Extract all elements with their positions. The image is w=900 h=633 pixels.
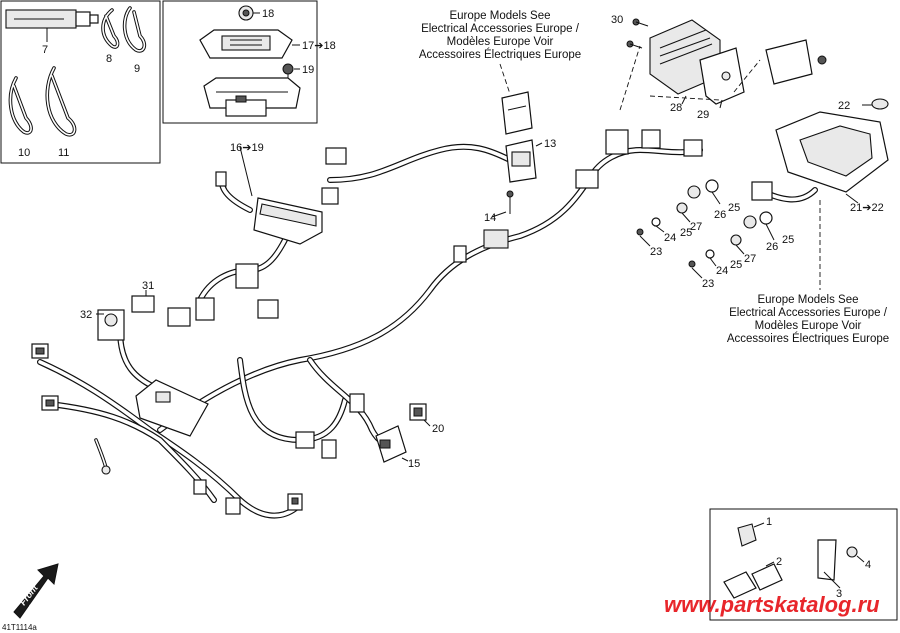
cable-tie-8-icon (101, 8, 120, 49)
svg-text:Modèles Europe Voir: Modèles Europe Voir (755, 320, 862, 332)
callout-32: 32 (80, 309, 92, 321)
callout-26a: 26 (714, 209, 726, 221)
cable-tie-11-icon (45, 66, 77, 137)
inset-box-clips: 1 2 3 4 (709, 508, 898, 621)
grease-tube-icon (5, 9, 99, 29)
inset-box-ecu: 18 17➔18 19 (162, 0, 336, 124)
svg-text:Europe Models See: Europe Models See (757, 294, 858, 306)
callout-21-22: 21➔22 (850, 202, 884, 214)
fuse-box-module (135, 379, 209, 437)
callout-30: 30 (611, 14, 623, 26)
callout-18-top: 18 (262, 8, 274, 20)
bracket-29-icon (699, 47, 745, 105)
connector-15-icon (375, 425, 407, 463)
bulb-22-icon (871, 98, 889, 110)
callout-25d: 25 (730, 259, 742, 271)
callout-29: 29 (697, 109, 709, 121)
nut-4-icon (846, 546, 858, 558)
screws-30-icon (626, 18, 649, 49)
callout-9: 9 (134, 63, 140, 75)
screw-14-icon (506, 190, 514, 214)
svg-text:Accessoires Électriques Europe: Accessoires Électriques Europe (419, 48, 581, 61)
svg-text:Modèles Europe Voir: Modèles Europe Voir (447, 36, 554, 48)
inset-box-ties: 7 8 9 10 11 (0, 0, 161, 164)
callout-26b: 26 (766, 241, 778, 253)
callout-25b: 25 (782, 234, 794, 246)
figure-code: 41T1114a (2, 623, 37, 632)
callout-27b: 27 (744, 253, 756, 265)
cable-tie-9-icon (122, 6, 147, 53)
hardware-stack-upper (636, 179, 719, 236)
relay-13-icon (505, 139, 537, 183)
bracket-2-icon (723, 563, 783, 599)
leader-lines (239, 95, 859, 279)
mounting-bracket-icon (765, 39, 827, 85)
callouts-main: 13 14 15 16➔19 20 21➔22 22 23 24 27 26 2… (80, 14, 884, 470)
front-direction-arrow: Front Avant (13, 563, 59, 619)
svg-text:Electrical Accessories Europe: Electrical Accessories Europe / (421, 23, 580, 35)
svg-text:Electrical Accessories Europe: Electrical Accessories Europe / (729, 307, 888, 319)
callout-20: 20 (432, 423, 444, 435)
socket-32-icon (97, 309, 125, 341)
callout-27a: 27 (690, 221, 702, 233)
wiring-harness (37, 143, 818, 519)
callout-14: 14 (484, 212, 496, 224)
note-europe-top: Europe Models See Electrical Accessories… (419, 10, 581, 61)
switch-upper-icon (501, 91, 533, 135)
callout-1: 1 (766, 516, 772, 528)
callout-25a: 25 (728, 202, 740, 214)
callout-10: 10 (18, 147, 30, 159)
callout-31: 31 (142, 280, 154, 292)
ecu-base-icon (203, 77, 301, 117)
switch-20-icon (409, 403, 427, 421)
callout-22: 22 (838, 100, 850, 112)
cable-tie-10-icon (8, 76, 33, 135)
callout-25c: 25 (680, 227, 692, 239)
ecu-cover-icon (199, 29, 293, 59)
note-europe-right: Europe Models See Electrical Accessories… (727, 294, 889, 345)
tail-light-assembly-icon (775, 111, 889, 193)
bracket-3-icon (817, 539, 841, 589)
cap-18-icon (238, 5, 254, 21)
callout-23a: 23 (650, 246, 662, 258)
callout-24a: 24 (664, 232, 676, 244)
callout-2: 2 (776, 556, 782, 568)
callout-28: 28 (670, 102, 682, 114)
svg-text:Europe Models See: Europe Models See (449, 10, 550, 22)
watermark: www.partskatalog.ru (664, 592, 880, 617)
callout-13: 13 (544, 138, 556, 150)
callout-24b: 24 (716, 265, 728, 277)
callout-4: 4 (865, 559, 871, 571)
clip-1-icon (737, 523, 757, 547)
harness-connectors (31, 129, 773, 515)
callout-23b: 23 (702, 278, 714, 290)
callout-7: 7 (42, 44, 48, 56)
svg-text:Accessoires Électriques Europe: Accessoires Électriques Europe (727, 332, 889, 345)
callout-3: 3 (836, 588, 842, 600)
callout-11: 11 (58, 147, 69, 159)
connector-31-icon (131, 295, 155, 313)
callout-16-19: 16➔19 (230, 142, 264, 154)
harness-ecu-module (253, 197, 323, 245)
callout-8: 8 (106, 53, 112, 65)
callout-17-18: 17➔18 (302, 40, 336, 52)
callout-15: 15 (408, 458, 420, 470)
callout-19: 19 (302, 64, 314, 76)
